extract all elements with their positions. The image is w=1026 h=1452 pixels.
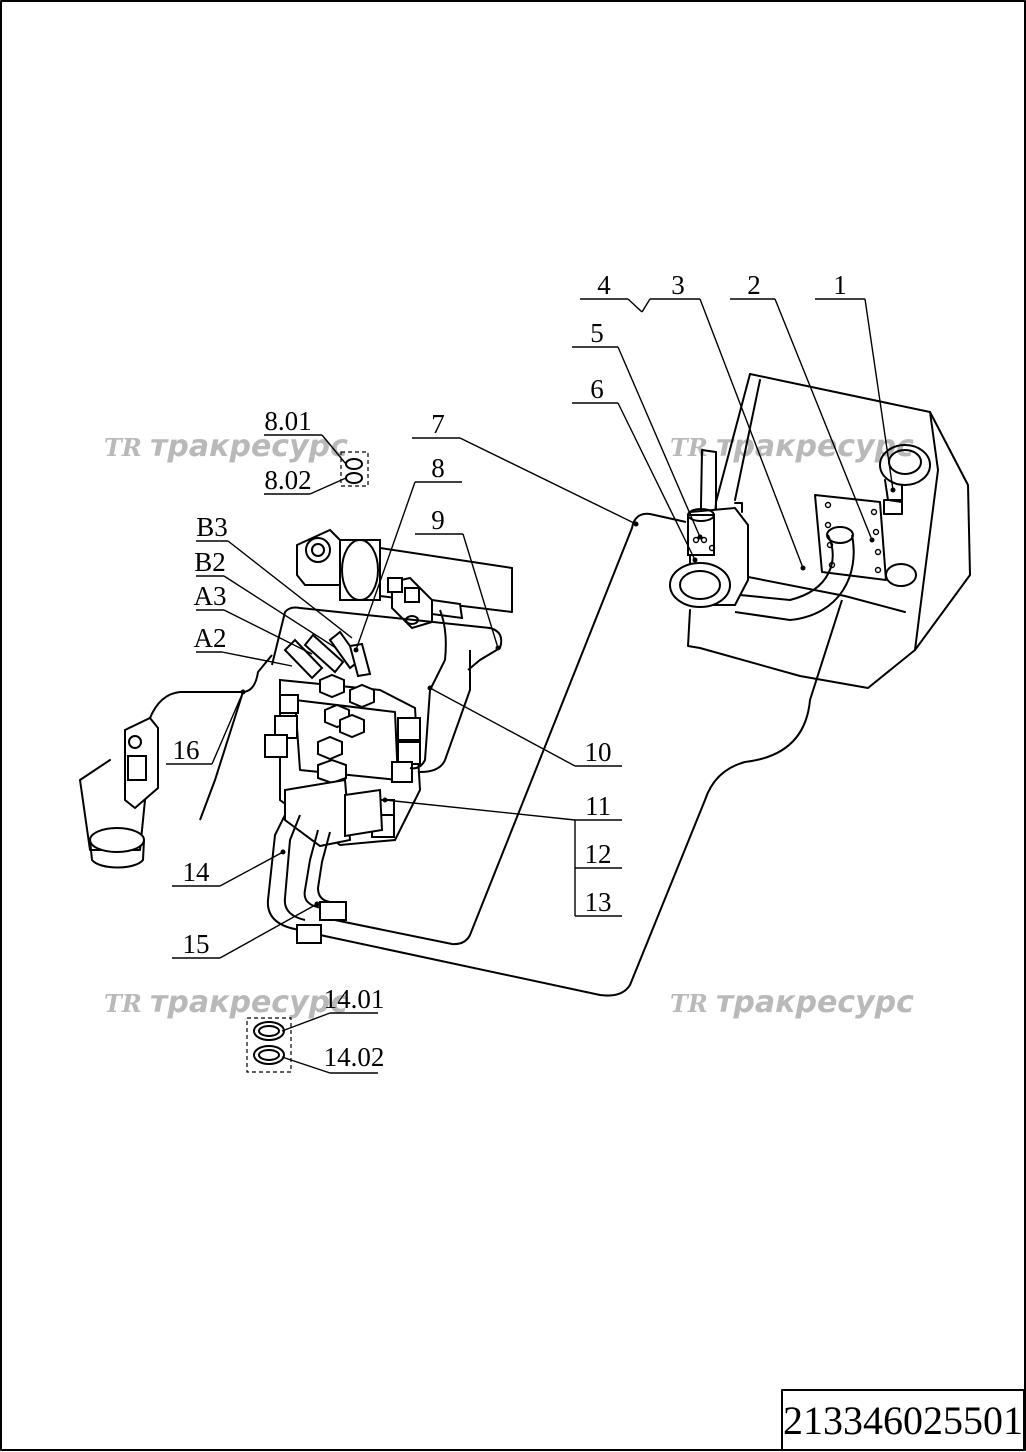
callout-16: 16: [166, 689, 246, 765]
drawing-number: 213346025501: [783, 1398, 1023, 1443]
svg-text:TR: TR: [104, 989, 142, 1018]
svg-text:11: 11: [585, 791, 611, 821]
watermark-bottom-left: TR тракресурс: [104, 985, 348, 1020]
svg-text:B2: B2: [194, 547, 226, 577]
svg-text:TR: TR: [104, 433, 142, 462]
callout-14-01: 14.01: [281, 984, 385, 1032]
svg-text:B3: B3: [196, 512, 228, 542]
svg-text:14.02: 14.02: [324, 1042, 385, 1072]
callout-A2: A2: [194, 623, 293, 667]
svg-text:2: 2: [747, 270, 761, 300]
svg-text:TR: TR: [670, 989, 708, 1018]
pipe-lines: [149, 512, 843, 997]
svg-text:8: 8: [431, 453, 445, 483]
svg-text:7: 7: [431, 409, 445, 439]
svg-text:15: 15: [183, 929, 210, 959]
control-valve-block: [264, 630, 422, 848]
callout-5: 5: [572, 318, 703, 540]
callout-7: 7: [412, 409, 639, 527]
svg-text:8.02: 8.02: [264, 465, 311, 495]
callout-14-02: 14.02: [281, 1042, 385, 1074]
svg-text:A2: A2: [194, 623, 227, 653]
callout-10: 10: [427, 685, 622, 767]
callout-14: 14: [172, 849, 286, 887]
svg-text:A3: A3: [194, 581, 227, 611]
watermark-bottom-right: TR тракресурс: [670, 985, 914, 1020]
svg-text:13: 13: [585, 887, 612, 917]
callout-B3: B3: [196, 512, 353, 639]
callout-3: 3: [650, 270, 806, 571]
callout-11-12-13: 11 12 13: [382, 791, 622, 917]
callout-A3: A3: [194, 581, 313, 655]
svg-text:14.01: 14.01: [324, 984, 385, 1014]
seal-kit-14-box: [246, 1017, 292, 1073]
svg-text:тракресурс: тракресурс: [150, 985, 348, 1020]
callout-4: 4: [580, 270, 651, 313]
svg-text:9: 9: [431, 505, 445, 535]
watermark-top-right: TR тракресурс: [670, 429, 914, 464]
svg-text:тракресурс: тракресурс: [150, 429, 348, 464]
callout-9: 9: [415, 505, 501, 651]
hydraulic-pump: [669, 502, 749, 608]
svg-text:1: 1: [833, 270, 847, 300]
svg-text:6: 6: [590, 374, 604, 404]
callout-8-02: 8.02: [264, 465, 347, 495]
callout-2: 2: [730, 270, 875, 543]
svg-text:8.01: 8.01: [264, 406, 311, 436]
svg-text:10: 10: [585, 737, 612, 767]
left-hydraulic-unit: [79, 716, 159, 869]
callout-B2: B2: [194, 547, 337, 649]
callout-6: 6: [572, 374, 698, 563]
svg-text:5: 5: [590, 318, 604, 348]
svg-text:12: 12: [585, 839, 612, 869]
callout-1: 1: [815, 270, 896, 493]
svg-text:16: 16: [173, 735, 200, 765]
callout-8: 8: [353, 453, 462, 653]
seal-kit-8-box: [340, 451, 369, 487]
callout-15: 15: [172, 901, 320, 959]
svg-text:тракресурс: тракресурс: [716, 985, 914, 1020]
drawing-number-box: 213346025501: [781, 1389, 1025, 1451]
hydraulic-cylinder: [296, 528, 513, 630]
svg-text:4: 4: [597, 270, 611, 300]
callout-8-01: 8.01: [264, 406, 347, 465]
svg-text:3: 3: [671, 270, 685, 300]
svg-text:14: 14: [183, 857, 211, 887]
